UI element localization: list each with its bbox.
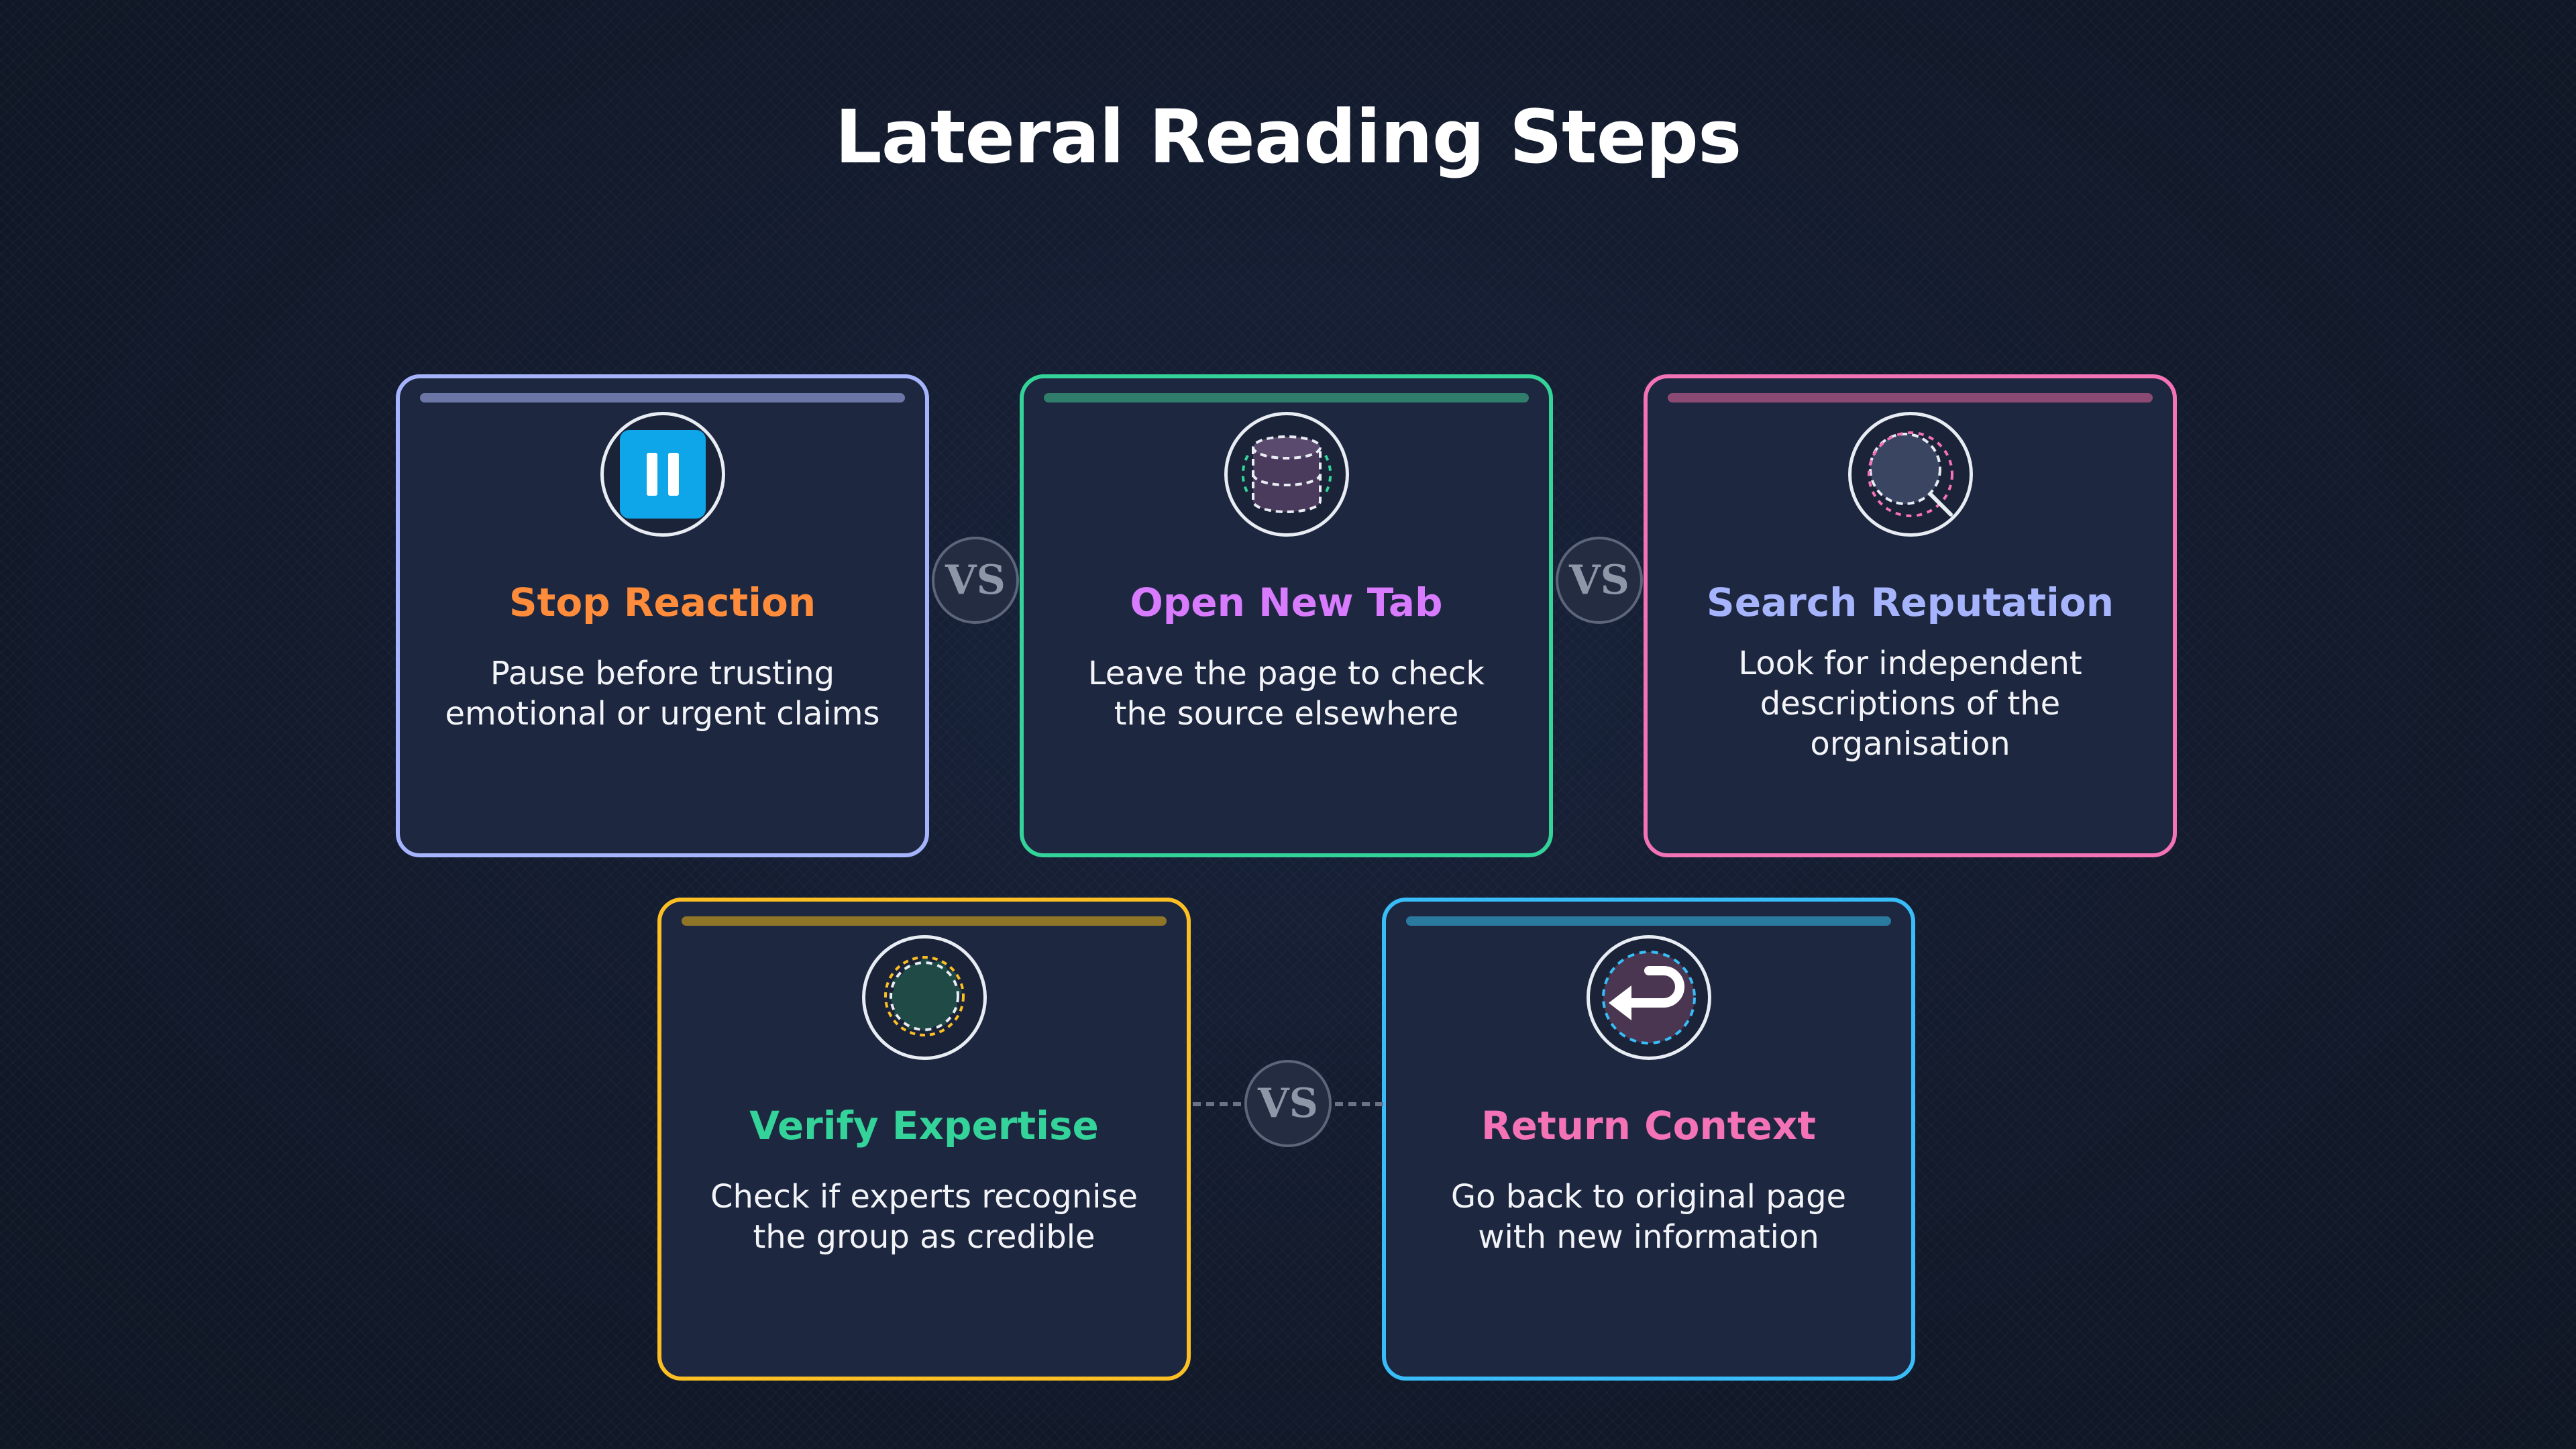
card-stop-reaction: Stop Reaction Pause before trusting emot… — [396, 374, 929, 857]
card-top-bar — [1668, 393, 2153, 402]
card-description: Look for independent descriptions of the… — [1738, 645, 2082, 763]
dashed-connector — [1193, 1102, 1241, 1106]
card-description: Leave the page to check the source elsew… — [1087, 655, 1485, 733]
card-open-new-tab: Open New Tab Leave the page to check the… — [1020, 374, 1553, 857]
card-return-context: Return Context Go back to original page … — [1382, 898, 1915, 1381]
dashed-connector — [1335, 1102, 1383, 1106]
card-description: Pause before trusting emotional or urgen… — [445, 655, 880, 733]
card-title: Search Reputation — [1706, 580, 2114, 625]
return-arrow-icon — [1586, 935, 1711, 1060]
card-description: Go back to original page with new inform… — [1450, 1178, 1847, 1256]
vs-connector: VS — [1244, 1060, 1332, 1147]
card-title: Return Context — [1481, 1103, 1816, 1148]
card-top-bar — [1406, 916, 1891, 926]
card-search-reputation: Search Reputation Look for independent d… — [1644, 374, 2177, 857]
vs-connector: VS — [932, 537, 1019, 624]
card-top-bar — [420, 393, 905, 402]
card-description: Check if experts recognise the group as … — [710, 1178, 1138, 1256]
page-title: Lateral Reading Steps — [835, 94, 1742, 180]
search-icon — [1847, 412, 1973, 537]
card-top-bar — [1044, 393, 1529, 402]
card-top-bar — [682, 916, 1167, 926]
badge-icon — [861, 935, 987, 1060]
card-title: Stop Reaction — [508, 580, 816, 625]
card-title: Verify Expertise — [749, 1103, 1099, 1148]
card-title: Open New Tab — [1130, 580, 1443, 625]
card-verify-expertise: Verify Expertise Check if experts recogn… — [657, 898, 1191, 1381]
vs-connector: VS — [1556, 537, 1643, 624]
pause-icon — [600, 412, 725, 537]
database-icon — [1224, 412, 1349, 537]
